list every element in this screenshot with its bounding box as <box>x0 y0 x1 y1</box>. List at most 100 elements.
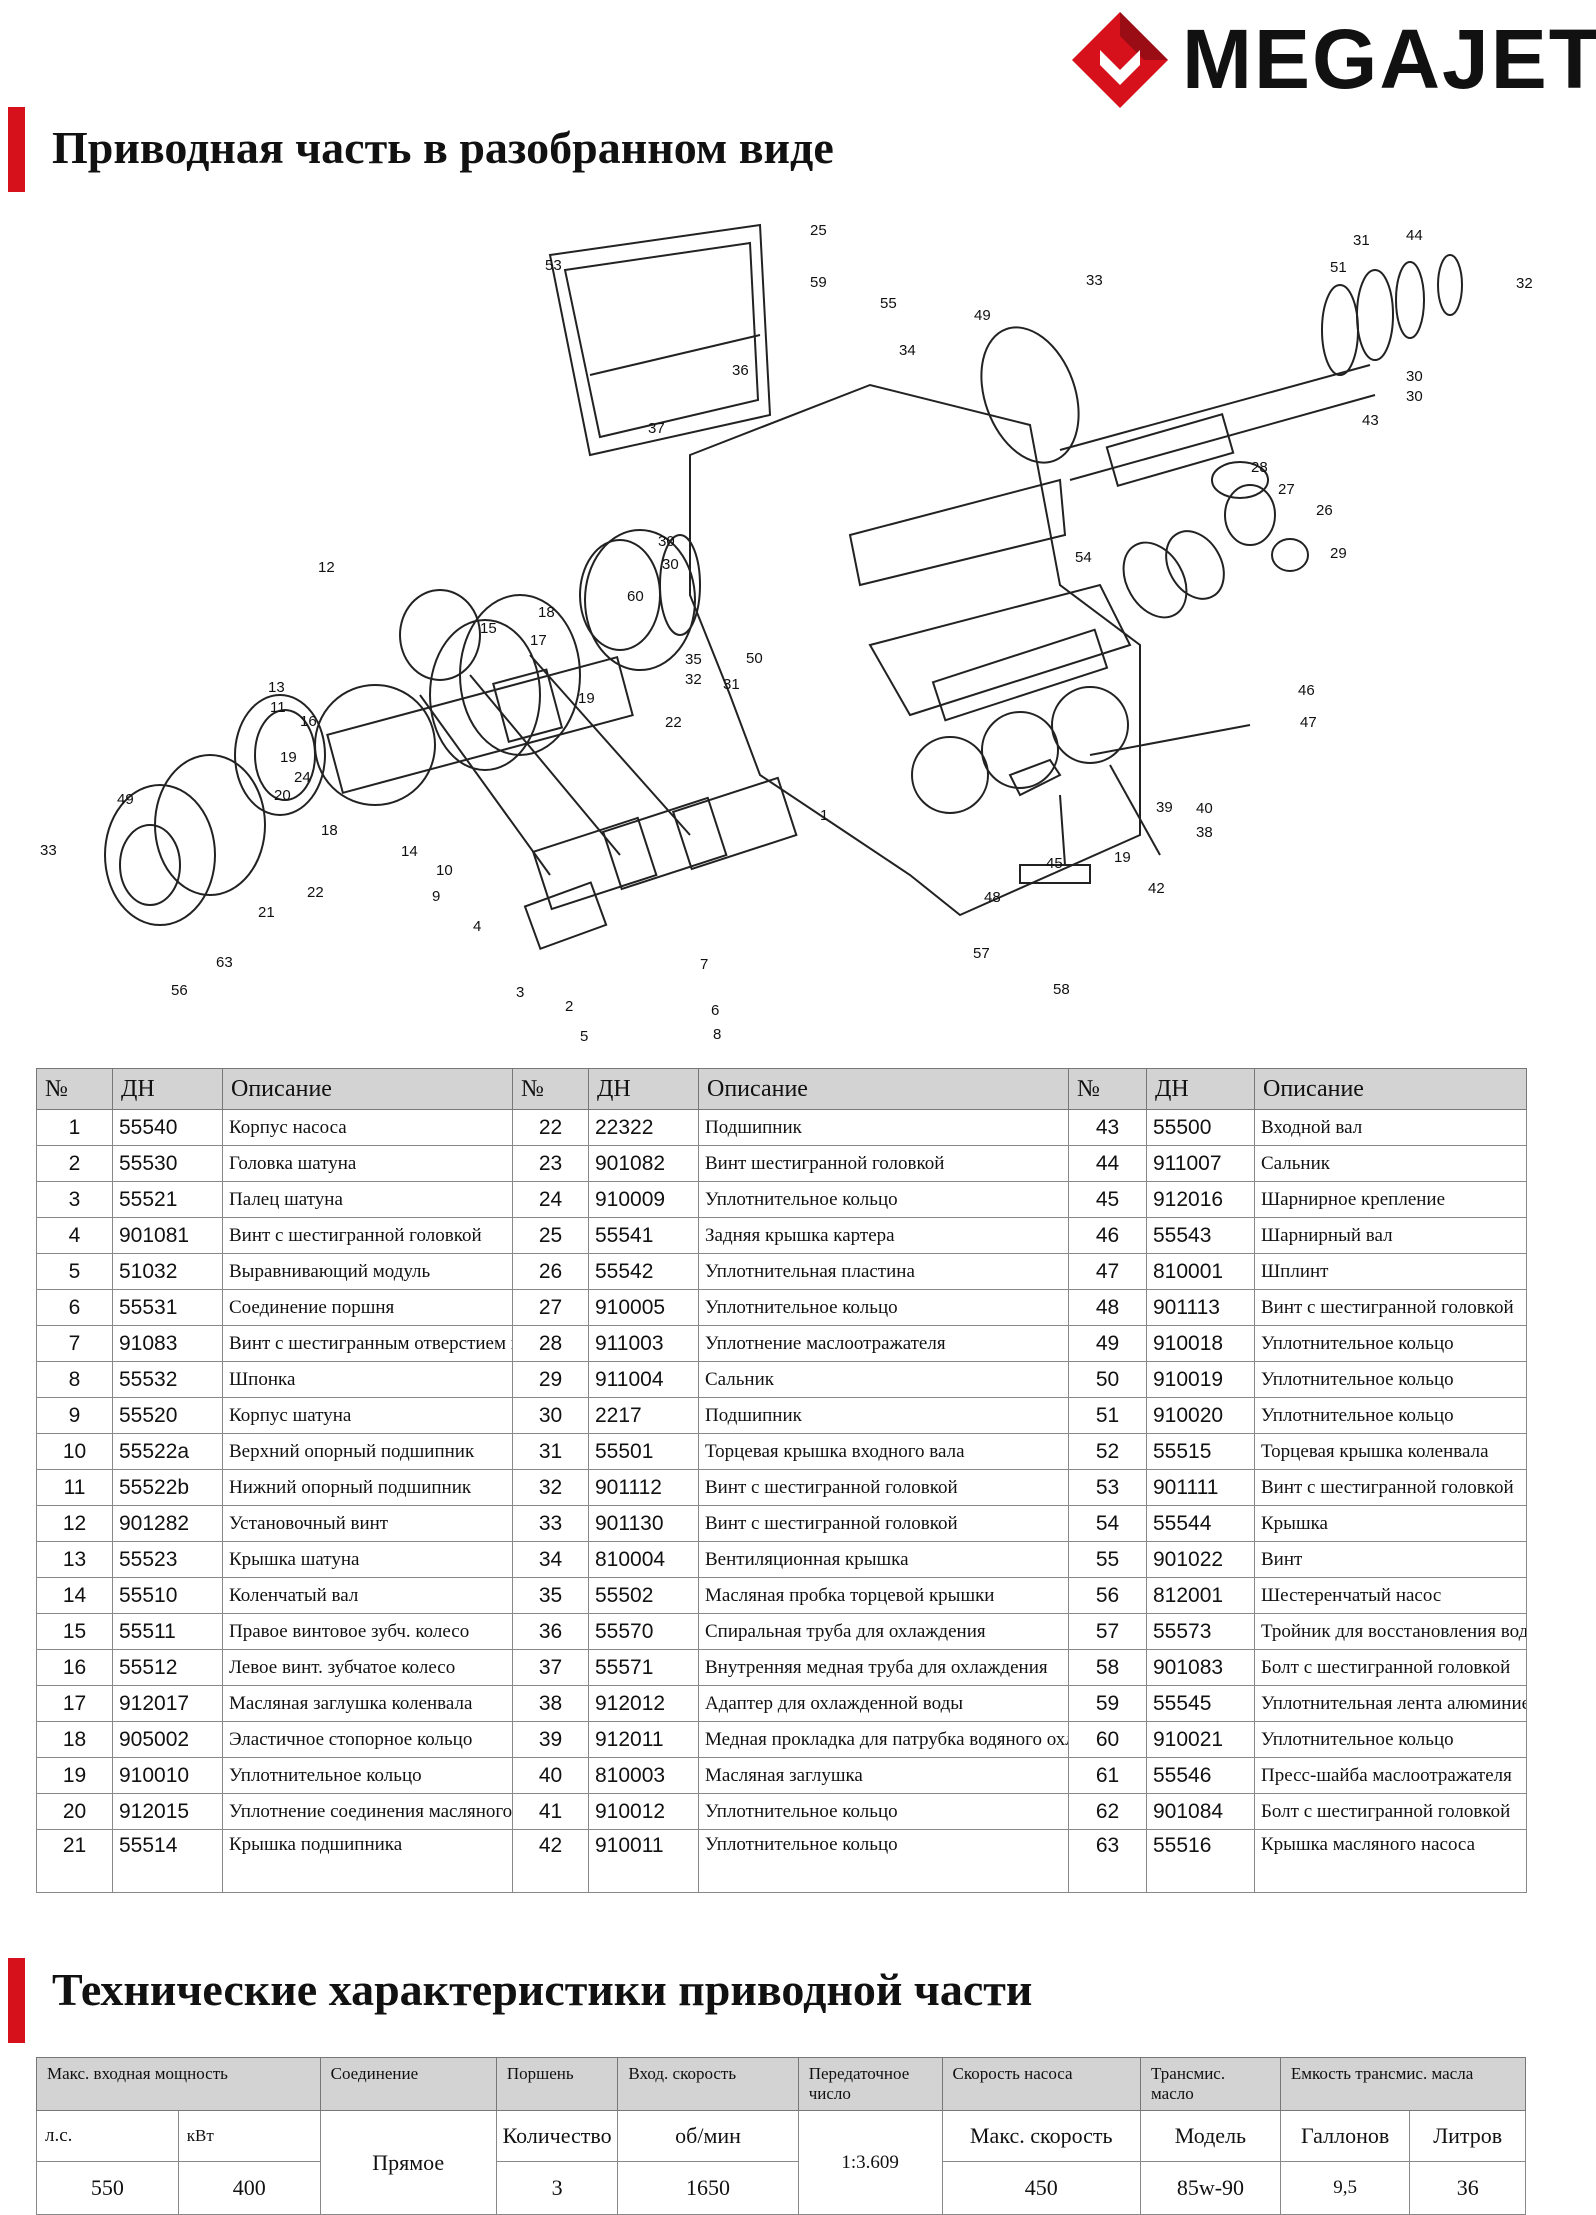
part-code: 55545 <box>1146 1685 1255 1722</box>
callout-label: 55 <box>880 295 897 312</box>
callout-label: 21 <box>258 904 275 921</box>
part-description: Уплотнительная пластина <box>698 1253 1069 1290</box>
spec-value-rpm: 1650 <box>617 2161 799 2215</box>
callout-label: 60 <box>627 588 644 605</box>
part-description: Шпонка <box>222 1361 513 1398</box>
callout-label: 8 <box>713 1026 721 1043</box>
part-code: 55523 <box>112 1541 223 1578</box>
callout-label: 45 <box>1046 855 1063 872</box>
callout-label: 49 <box>117 791 134 808</box>
part-code: 55512 <box>112 1649 223 1686</box>
part-description: Уплотнительное кольцо <box>1254 1397 1527 1434</box>
part-description: Подшипник <box>698 1397 1069 1434</box>
section-title-specs: Технические характеристики приводной час… <box>52 1964 1033 2015</box>
part-description: Эластичное стопорное кольцо <box>222 1721 513 1758</box>
part-description: Подшипник <box>698 1109 1069 1146</box>
part-number: 41 <box>512 1793 589 1830</box>
part-description: Выравнивающий модуль <box>222 1253 513 1290</box>
part-code: 55516 <box>1146 1829 1255 1893</box>
part-description: Винт с шестигранной головкой <box>222 1217 513 1254</box>
part-code: 910010 <box>112 1757 223 1794</box>
callout-label: 14 <box>401 843 418 860</box>
part-code: 910019 <box>1146 1361 1255 1398</box>
spec-header-gear-ratio: Передаточное число <box>797 2057 943 2111</box>
spec-value-liters: 36 <box>1409 2161 1526 2215</box>
part-number: 48 <box>1068 1289 1147 1326</box>
part-description: Крышка шатуна <box>222 1541 513 1578</box>
part-number: 51 <box>1068 1397 1147 1434</box>
spec-value-max-speed: 450 <box>941 2161 1142 2215</box>
part-code: 910012 <box>588 1793 699 1830</box>
part-description: Спиральная труба для охлаждения <box>698 1613 1069 1650</box>
callout-label: 35 <box>685 651 702 668</box>
spec-header-transmission-oil: Трансмис. масло <box>1140 2057 1281 2111</box>
spec-header-connection: Соединение <box>319 2057 497 2111</box>
part-description: Винт с шестигранным отверстием в головке <box>222 1325 513 1362</box>
part-description: Уплотнительное кольцо <box>1254 1325 1527 1362</box>
part-number: 31 <box>512 1433 589 1470</box>
part-description: Торцевая крышка входного вала <box>698 1433 1069 1470</box>
part-code: 911004 <box>588 1361 699 1398</box>
part-number: 10 <box>36 1433 113 1470</box>
part-number: 13 <box>36 1541 113 1578</box>
callout-label: 30 <box>658 533 675 550</box>
part-number: 39 <box>512 1721 589 1758</box>
callout-label: 22 <box>665 714 682 731</box>
part-description: Винт с шестигранной головкой <box>698 1469 1069 1506</box>
part-description: Внутренняя медная труба для охлаждения <box>698 1649 1069 1686</box>
part-number: 35 <box>512 1577 589 1614</box>
part-number: 25 <box>512 1217 589 1254</box>
part-number: 56 <box>1068 1577 1147 1614</box>
callout-label: 2 <box>565 998 573 1015</box>
part-code: 905002 <box>112 1721 223 1758</box>
part-number: 7 <box>36 1325 113 1362</box>
callout-label: 44 <box>1406 227 1423 244</box>
spec-value-row: 550 400 3 1650 450 85w-90 9,5 36 <box>36 2161 1526 2215</box>
callout-label: 19 <box>578 690 595 707</box>
callout-label: 30 <box>1406 388 1423 405</box>
part-description: Коленчатый вал <box>222 1577 513 1614</box>
part-code: 912011 <box>588 1721 699 1758</box>
input-shaft-drawing <box>980 254 1463 488</box>
part-description: Левое винт. зубчатое колесо <box>222 1649 513 1686</box>
spec-value-kw: 400 <box>177 2161 321 2215</box>
part-number: 22 <box>512 1109 589 1146</box>
callout-label: 46 <box>1298 682 1315 699</box>
part-description: Шарнирный вал <box>1254 1217 1527 1254</box>
part-code: 55522b <box>112 1469 223 1506</box>
part-code: 55510 <box>112 1577 223 1614</box>
part-number: 37 <box>512 1649 589 1686</box>
spec-header-oil-capacity: Емкость трансмис. масла <box>1279 2057 1527 2111</box>
callout-label: 57 <box>973 945 990 962</box>
callout-label: 13 <box>268 679 285 696</box>
callout-label: 17 <box>530 632 547 649</box>
part-description: Крышка <box>1254 1505 1527 1542</box>
part-description: Крышка подшипника <box>222 1829 513 1893</box>
part-code: 55530 <box>112 1145 223 1182</box>
part-code: 55522a <box>112 1433 223 1470</box>
part-description: Болт с шестигранной головкой <box>1254 1793 1527 1830</box>
part-number: 8 <box>36 1361 113 1398</box>
col-header-dn: ДН <box>1146 1068 1255 1110</box>
callout-label: 18 <box>321 822 338 839</box>
part-number: 17 <box>36 1685 113 1722</box>
part-code: 912012 <box>588 1685 699 1722</box>
part-description: Задняя крышка картера <box>698 1217 1069 1254</box>
spec-value-hp: 550 <box>36 2161 179 2215</box>
part-number: 9 <box>36 1397 113 1434</box>
part-number: 12 <box>36 1505 113 1542</box>
section-accent-bar <box>8 107 25 192</box>
col-header-desc: Описание <box>698 1068 1069 1110</box>
part-code: 910020 <box>1146 1397 1255 1434</box>
callout-label: 19 <box>1114 849 1131 866</box>
part-description: Винт с шестигранной головкой <box>1254 1469 1527 1506</box>
col-header-no: № <box>1068 1068 1147 1110</box>
part-description: Винт с шестигранной головкой <box>698 1505 1069 1542</box>
part-number: 62 <box>1068 1793 1147 1830</box>
spec-subheader-row: л.с. кВт Прямое Количество об/мин 1:3.60… <box>36 2110 1526 2215</box>
part-number: 2 <box>36 1145 113 1182</box>
